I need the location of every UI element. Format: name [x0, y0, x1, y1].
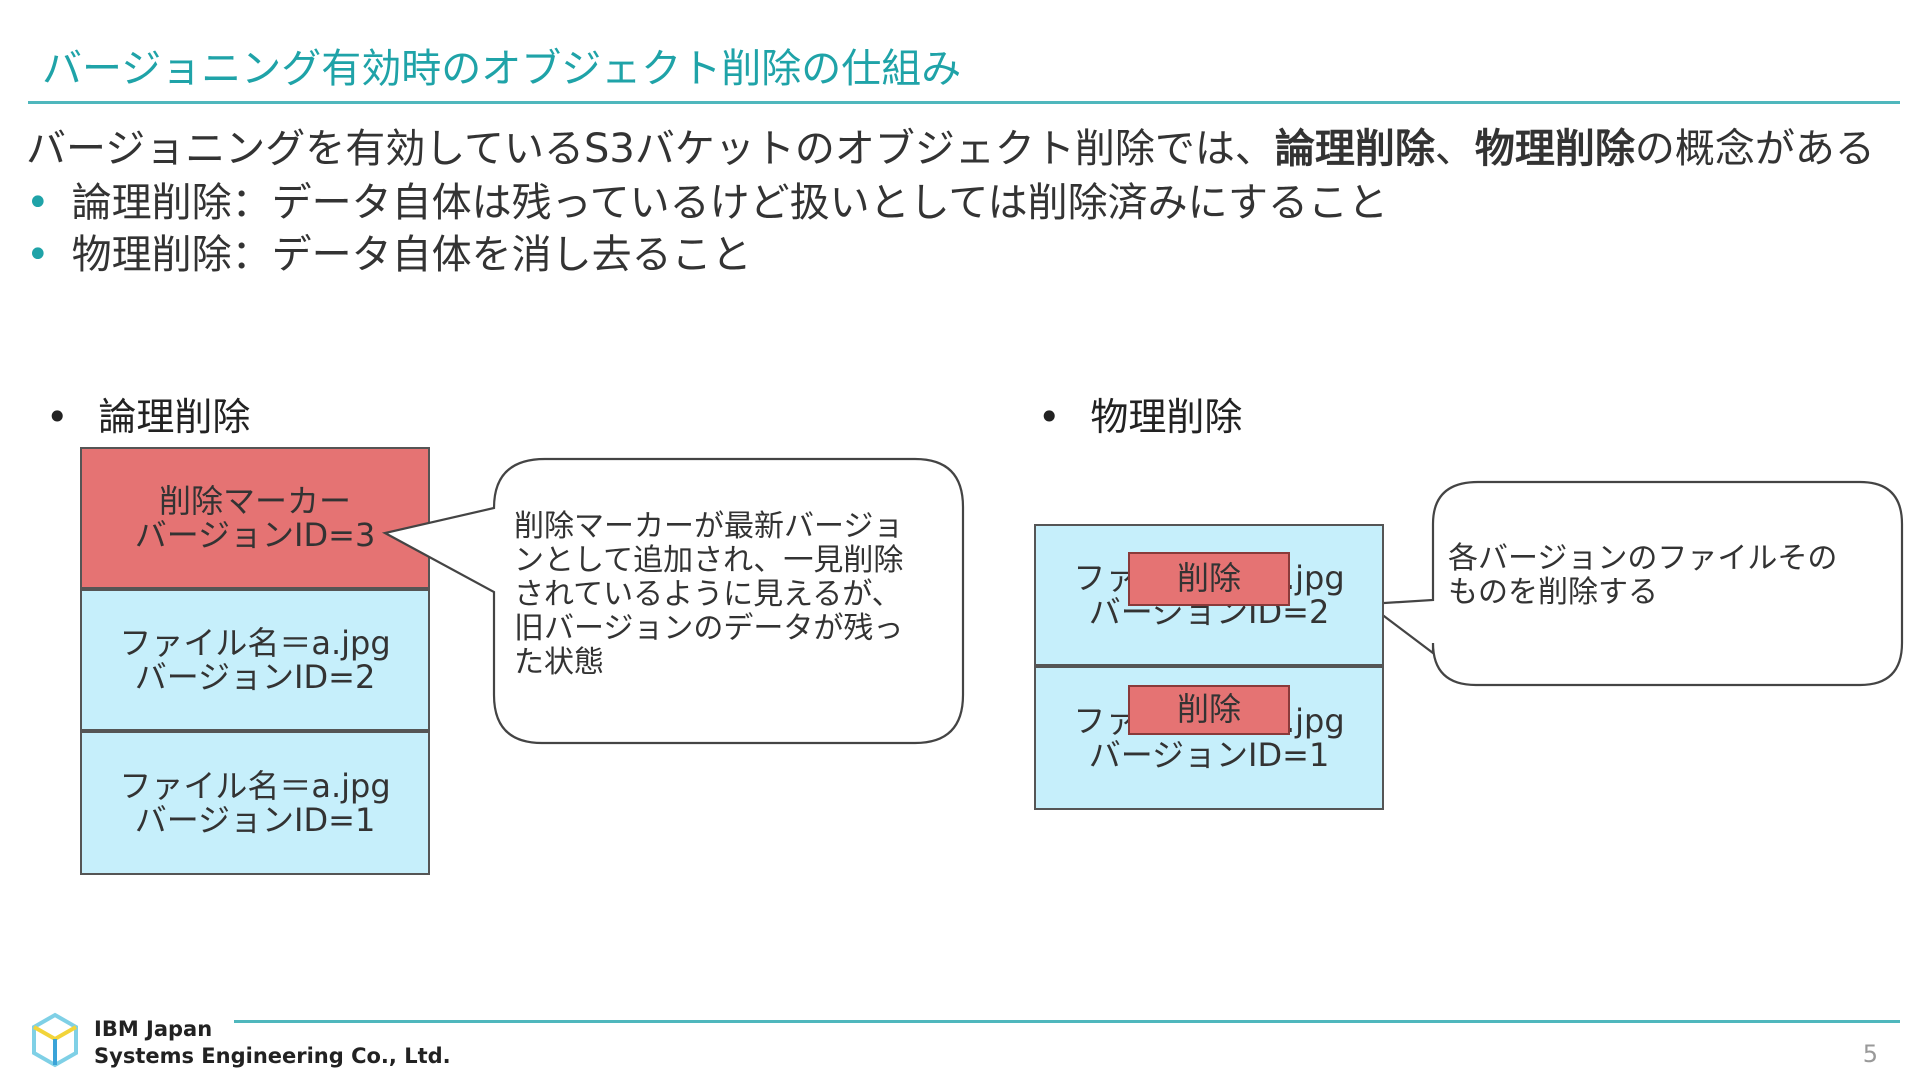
bullet-text: 物理削除：データ自体を消し去ること	[71, 232, 752, 278]
version-box-2: ファイル名＝a.jpg バージョンID=2	[80, 589, 430, 731]
box-line: ファイル名＝a.jpg	[119, 767, 391, 805]
physical-section-heading: •物理削除	[1038, 395, 1243, 439]
delete-tag-version-2: 削除	[1128, 552, 1290, 606]
bullet-item-physical: • 物理削除：データ自体を消し去ること	[26, 222, 752, 280]
bullet-text: 論理削除：データ自体は残っているけど扱いとしては削除済みにすること	[71, 180, 1388, 226]
box-line: バージョンID=3	[134, 516, 376, 554]
box-line: 削除マーカー	[158, 482, 351, 520]
logical-callout-bubble	[381, 457, 965, 745]
intro-term-logical: 論理削除	[1274, 126, 1435, 172]
intro-term-physical: 物理削除	[1474, 126, 1635, 172]
box-line: バージョンID=1	[134, 801, 376, 839]
version-box-1: ファイル名＝a.jpg バージョンID=1	[1034, 666, 1384, 810]
footer-divider	[234, 1020, 1900, 1023]
delete-tag-version-1: 削除	[1128, 685, 1290, 735]
company-logo-icon	[32, 1012, 78, 1068]
logical-callout-text: 削除マーカーが最新バージョ ンとして追加され、一見削除 されているように見えるが…	[514, 509, 904, 680]
intro-text: バージョニングを有効しているS3バケットのオブジェクト削除では、論理削除、物理削…	[26, 116, 1875, 174]
bullet-item-logical: • 論理削除：データ自体は残っているけど扱いとしては削除済みにすること	[26, 170, 1388, 228]
bullet-dot: •	[46, 395, 69, 439]
box-line: バージョンID=1	[1088, 736, 1330, 774]
physical-callout-bubble	[1364, 480, 1904, 687]
intro-suffix: の概念がある	[1634, 126, 1875, 172]
physical-callout-text: 各バージョンのファイルその ものを削除する	[1448, 541, 1838, 610]
logical-section-heading: •論理削除	[46, 395, 251, 439]
title-divider	[28, 101, 1900, 104]
bullet-dot: •	[26, 232, 50, 278]
intro-separator: 、	[1434, 126, 1475, 172]
box-line: バージョンID=2	[134, 658, 376, 696]
company-name: IBM Japan Systems Engineering Co., Ltd.	[94, 1017, 451, 1068]
box-line: ファイル名＝a.jpg	[119, 624, 391, 662]
version-box-1: ファイル名＝a.jpg バージョンID=1	[80, 731, 430, 875]
bullet-dot: •	[26, 180, 50, 226]
intro-prefix: バージョニングを有効しているS3バケットのオブジェクト削除では、	[26, 126, 1275, 172]
delete-marker-box: 削除マーカー バージョンID=3	[80, 447, 430, 589]
slide-title: バージョニング有効時のオブジェクト削除の仕組み	[42, 46, 962, 92]
page-number: 5	[1862, 1040, 1878, 1068]
bullet-dot: •	[1038, 395, 1061, 439]
